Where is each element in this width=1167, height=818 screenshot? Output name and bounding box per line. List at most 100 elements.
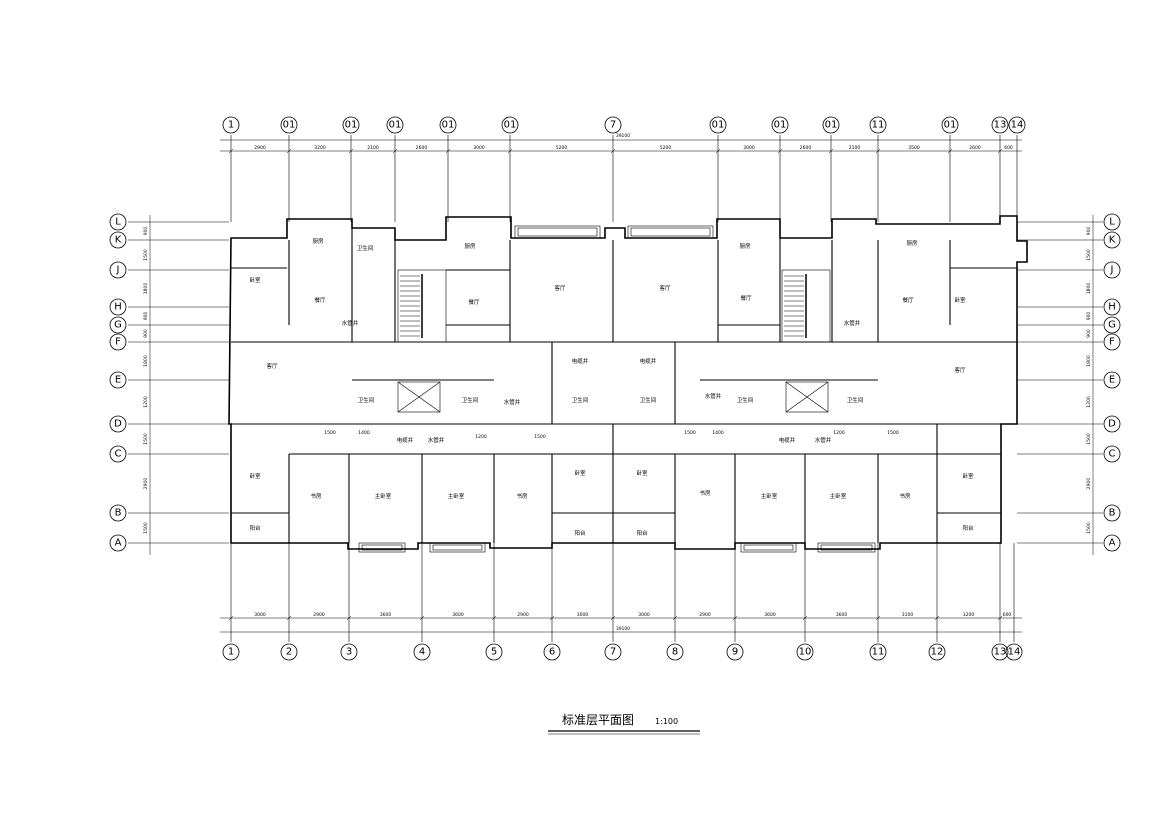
axis-bubble-right-label: C [1109, 449, 1116, 460]
dim-side-left: 900 [143, 329, 149, 338]
room-label-balcony: 阳台 [249, 524, 261, 532]
dim-side-right: 1200 [1086, 396, 1092, 408]
dim-tick [228, 615, 234, 621]
axis-bubble-right-label: K [1109, 235, 1116, 246]
axis-bubble-left-label: E [115, 375, 121, 386]
axis-bubble-bottom-circle [726, 643, 744, 661]
drawing-title: 标准层平面图 [562, 713, 634, 727]
dim-side-right: 900 [1086, 227, 1092, 236]
room-label-pipe-well: 水管井 [342, 319, 359, 327]
drawing-title-block: 标准层平面图 1:100 [548, 713, 700, 735]
axis-bubble-left-label: A [115, 538, 122, 549]
axis-bubble-left-label: B [115, 508, 122, 519]
axis-bubble-right-circle [1103, 504, 1121, 522]
dim-tick [348, 148, 354, 154]
axis-bubble-right-circle [1103, 261, 1121, 279]
dim-bottom: 3000 [254, 612, 266, 618]
room-label-master-bedroom: 主卧室 [761, 492, 778, 500]
dim-side-right: 1800 [1086, 355, 1092, 367]
room-label-kitchen: 厨房 [906, 239, 918, 247]
dim-top: 2900 [254, 145, 266, 151]
axis-bubble-bottom-label: 9 [732, 647, 738, 658]
axis-bubble-left-circle [109, 261, 127, 279]
dim-bottom: 3200 [963, 612, 975, 618]
room-label-elec-well: 电缆井 [397, 436, 414, 444]
door-dim-note: 1200 [475, 434, 487, 440]
dim-top: 3500 [908, 145, 920, 151]
axis-bubble-bottom-circle [280, 643, 298, 661]
axis-bubble-left-circle [109, 445, 127, 463]
axis-bubble-bottom-circle [666, 643, 684, 661]
stair-core [397, 269, 447, 343]
axis-bubble-top-label: 7 [610, 120, 616, 131]
axis-bubble-right-circle [1103, 415, 1121, 433]
balcony-rail [432, 544, 483, 551]
dim-top: 3000 [473, 145, 485, 151]
room-label-dining: 餐厅 [740, 294, 752, 302]
axis-bubble-left-label: K [115, 235, 122, 246]
room-label-pipe-well: 水管井 [815, 436, 832, 444]
axis-bubble-top-circle [386, 116, 404, 134]
dim-tick [445, 148, 451, 154]
dim-tick [346, 615, 352, 621]
dim-tick [997, 615, 1003, 621]
overall-dim-bottom: 39100 [616, 626, 630, 632]
axis-bubble-bottom-circle [413, 643, 431, 661]
room-label-living: 客厅 [554, 284, 566, 292]
axis-bubble-top-circle [869, 116, 887, 134]
dim-bottom: 3600 [452, 612, 464, 618]
balcony-bay [429, 542, 486, 553]
stair-core [781, 269, 831, 343]
axis-bubble-bottom-label: 10 [799, 647, 812, 658]
axis-bubble-top-label: 01 [712, 120, 725, 131]
dim-bottom: 3000 [577, 612, 589, 618]
balcony-rail [517, 227, 598, 237]
dim-side-right: 1500 [1086, 433, 1092, 445]
dim-side-right: 2900 [1086, 478, 1092, 490]
axis-bubble-bottom-label: 4 [419, 647, 425, 658]
axis-bubble-bottom-label: 14 [1008, 647, 1021, 658]
dim-tick [491, 615, 497, 621]
door-dim-note: 1400 [712, 430, 724, 436]
room-label-dining: 餐厅 [902, 296, 914, 304]
dim-side-right: 1800 [1086, 283, 1092, 295]
axis-bubble-right-circle [1103, 316, 1121, 334]
dim-side-left: 2900 [143, 478, 149, 490]
dim-tick [732, 615, 738, 621]
axis-bubble-left-label: D [114, 419, 122, 430]
axis-bubble-right-label: H [1108, 302, 1116, 313]
dim-side-right: 1500 [1086, 249, 1092, 261]
room-label-kitchen: 厨房 [739, 242, 751, 250]
axis-bubble-bottom-label: 3 [346, 647, 352, 658]
room-label-bathroom: 卫生间 [737, 396, 754, 404]
dim-tick [672, 615, 678, 621]
room-label-dining: 餐厅 [314, 296, 326, 304]
axis-grid-lines [128, 135, 1103, 642]
axis-bubble-left-circle [109, 316, 127, 334]
axis-bubble-bottom-label: 7 [610, 647, 616, 658]
elevator-cross [785, 381, 829, 413]
axis-bubble-right-label: A [1109, 538, 1116, 549]
dim-top: 5200 [556, 145, 568, 151]
axis-bubble-left-circle [109, 231, 127, 249]
dim-tick [610, 615, 616, 621]
axis-bubble-right-circle [1103, 371, 1121, 389]
dim-bottom: 3600 [836, 612, 848, 618]
room-label-bedroom: 卧室 [249, 276, 261, 284]
dim-bottom: 2900 [517, 612, 529, 618]
room-label-master-bedroom: 主卧室 [448, 492, 465, 500]
axis-bubble-top-circle [822, 116, 840, 134]
dim-tick [934, 615, 940, 621]
room-label-balcony: 阳台 [962, 524, 974, 532]
dim-tick [777, 148, 783, 154]
axis-bubble-left-label: G [114, 320, 122, 331]
dim-side-left: 1800 [143, 283, 149, 295]
room-label-bedroom: 卧室 [249, 472, 261, 480]
room-label-master-bedroom: 主卧室 [375, 492, 392, 500]
axis-bubble-bottom-label: 8 [672, 647, 678, 658]
dim-tick [507, 148, 513, 154]
dim-tick [715, 148, 721, 154]
axis-bubble-bottom-label: 5 [491, 647, 497, 658]
wall-outlines [228, 215, 1028, 553]
axis-bubble-left-circle [109, 298, 127, 316]
